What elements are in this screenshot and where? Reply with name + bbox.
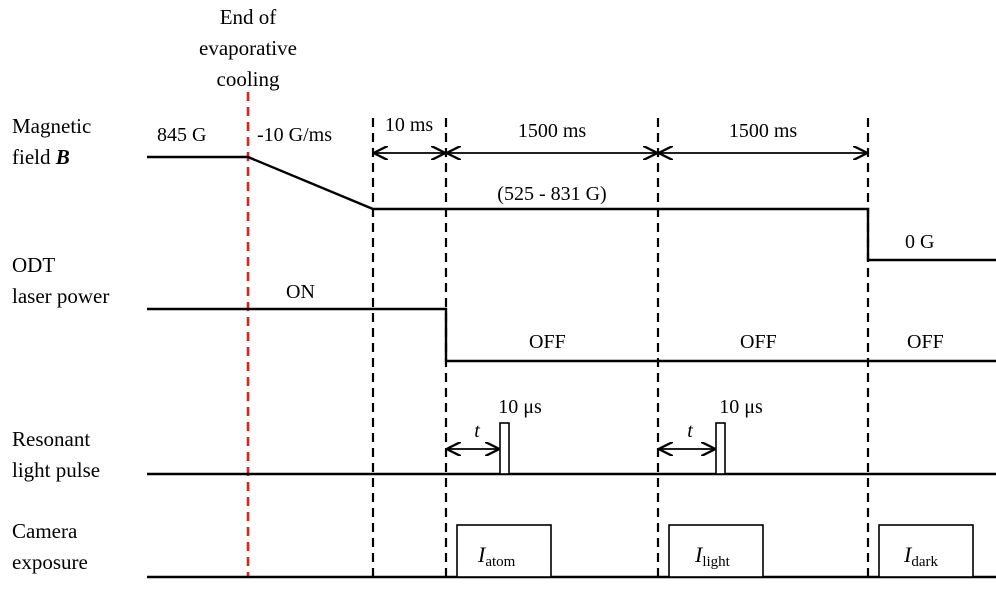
exposure-light-label: Ilight <box>694 542 731 570</box>
ramp-rate-label: -10 G/ms <box>257 124 332 146</box>
delay-label-1: t <box>474 420 480 442</box>
odt-label-line2: laser power <box>12 284 109 308</box>
interval-2-label: 1500 ms <box>729 120 798 142</box>
light-pulse-1 <box>499 422 510 475</box>
pulse-width-label-1: 10 μs <box>498 396 542 418</box>
odt-off-label-3: OFF <box>907 331 944 353</box>
hold-interval-label: 10 ms <box>385 114 434 136</box>
field-range-label: (525 - 831 G) <box>497 183 606 205</box>
odt-power-waveform <box>147 307 996 363</box>
delay-label-2: t <box>687 420 693 442</box>
exposure-dark <box>878 524 974 578</box>
odt-label-line1: ODT <box>12 253 55 277</box>
magnetic-field-waveform <box>147 155 996 262</box>
evap-label-line2: evaporative <box>199 36 297 60</box>
evap-label-line1: End of <box>220 5 277 29</box>
exposure-atom <box>456 524 552 578</box>
exposure-atom-label: Iatom <box>477 542 516 570</box>
resonant-label-line2: light pulse <box>12 458 100 482</box>
evap-label-line3: cooling <box>217 67 280 91</box>
field-initial-label: 845 G <box>157 124 206 146</box>
odt-off-label-1: OFF <box>529 331 566 353</box>
field-final-label: 0 G <box>905 231 934 253</box>
light-pulse-2 <box>715 422 726 475</box>
magnetic-field-symbol: B <box>55 145 70 169</box>
interval-1-label: 1500 ms <box>518 120 587 142</box>
magnetic-label-line1: Magnetic <box>12 114 91 138</box>
magnetic-label-line2: field B <box>12 145 70 169</box>
odt-off-label-2: OFF <box>740 331 777 353</box>
odt-on-label: ON <box>286 281 315 303</box>
exposure-dark-label: Idark <box>903 542 938 570</box>
exposure-light <box>668 524 764 578</box>
camera-label-line1: Camera <box>12 519 78 543</box>
resonant-label-line1: Resonant <box>12 427 90 451</box>
pulse-width-label-2: 10 μs <box>719 396 763 418</box>
camera-label-line2: exposure <box>12 550 88 574</box>
